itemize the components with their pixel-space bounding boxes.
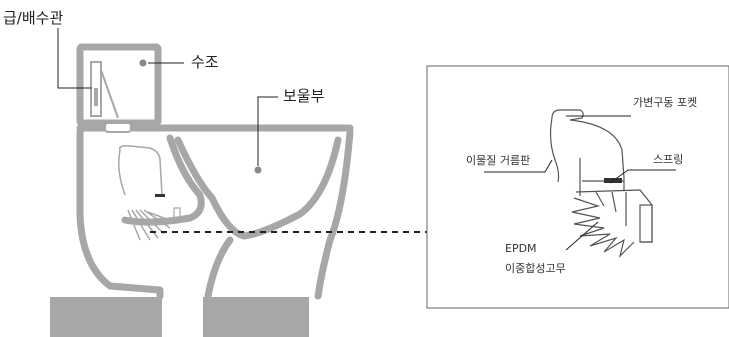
floor-block-left [50, 297, 162, 337]
detail-leaders [484, 115, 676, 251]
tank-dot [139, 59, 147, 67]
label-epdm-rubber: 이중합성고무 [505, 262, 566, 275]
leader-lines [57, 28, 278, 166]
bowl-dot [254, 166, 262, 174]
seat-bar [76, 122, 354, 133]
label-spring: 스프링 [653, 153, 684, 166]
detail-valve [549, 109, 653, 258]
label-debris-filter: 이물질 거름판 [466, 154, 531, 167]
supply-drain-pipe [90, 61, 119, 119]
label-supply-drain: 급/배수관 [3, 9, 64, 27]
label-bowl: 보울부 [283, 87, 325, 105]
toilet-body [76, 128, 354, 300]
detail-box [426, 65, 729, 309]
valve-small [118, 145, 181, 241]
label-tank: 수조 [191, 53, 219, 71]
label-variable-pocket: 가변구동 포켓 [633, 96, 698, 109]
floor-block-right [203, 297, 309, 337]
label-epdm: EPDM [505, 242, 537, 255]
